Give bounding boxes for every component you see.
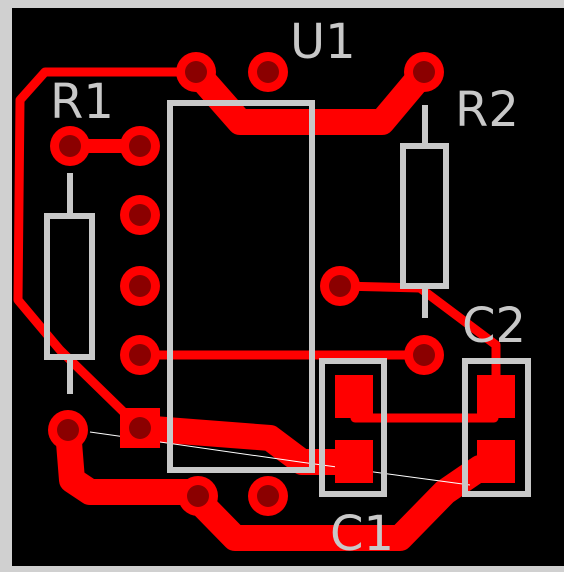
pad-u1-top-2[interactable] [248,52,288,92]
label-c2: C2 [462,298,526,354]
label-r2: R2 [455,82,519,138]
label-r1: R1 [50,74,114,130]
pads[interactable] [48,52,515,516]
pad-c2-top[interactable] [477,375,515,418]
trace-top-left-loop[interactable] [13,67,201,433]
pad-bottom-2[interactable] [248,476,288,516]
label-c1: C1 [330,506,394,562]
pad-r2-top[interactable] [404,52,444,92]
pad-r2-bottom[interactable] [404,335,444,375]
pad-u1-top-1[interactable] [176,52,216,92]
pad-r1-top[interactable] [50,126,90,166]
label-u1: U1 [290,14,356,70]
c1-outline [319,358,387,497]
pad-bottom-1[interactable] [178,476,218,516]
trace-pin-c1[interactable] [127,415,363,475]
pad-c1-bottom[interactable] [335,440,373,483]
u1-outline [167,100,315,473]
trace-r1-bottom[interactable] [55,417,493,551]
pad-r1-bottom[interactable] [48,410,88,450]
pad-u1-right-mid[interactable] [320,266,360,306]
pad-u1-left-4[interactable] [120,335,160,375]
pad-u1-left-1[interactable] [120,126,160,166]
pad-u1-left-5-square[interactable] [120,408,160,448]
silkscreen-outlines [44,100,531,497]
pad-c2-bottom[interactable] [477,440,515,483]
c2-outline [462,358,531,497]
pad-u1-left-3[interactable] [120,266,160,306]
pad-u1-left-2[interactable] [120,195,160,235]
pad-c1-top[interactable] [335,375,373,418]
